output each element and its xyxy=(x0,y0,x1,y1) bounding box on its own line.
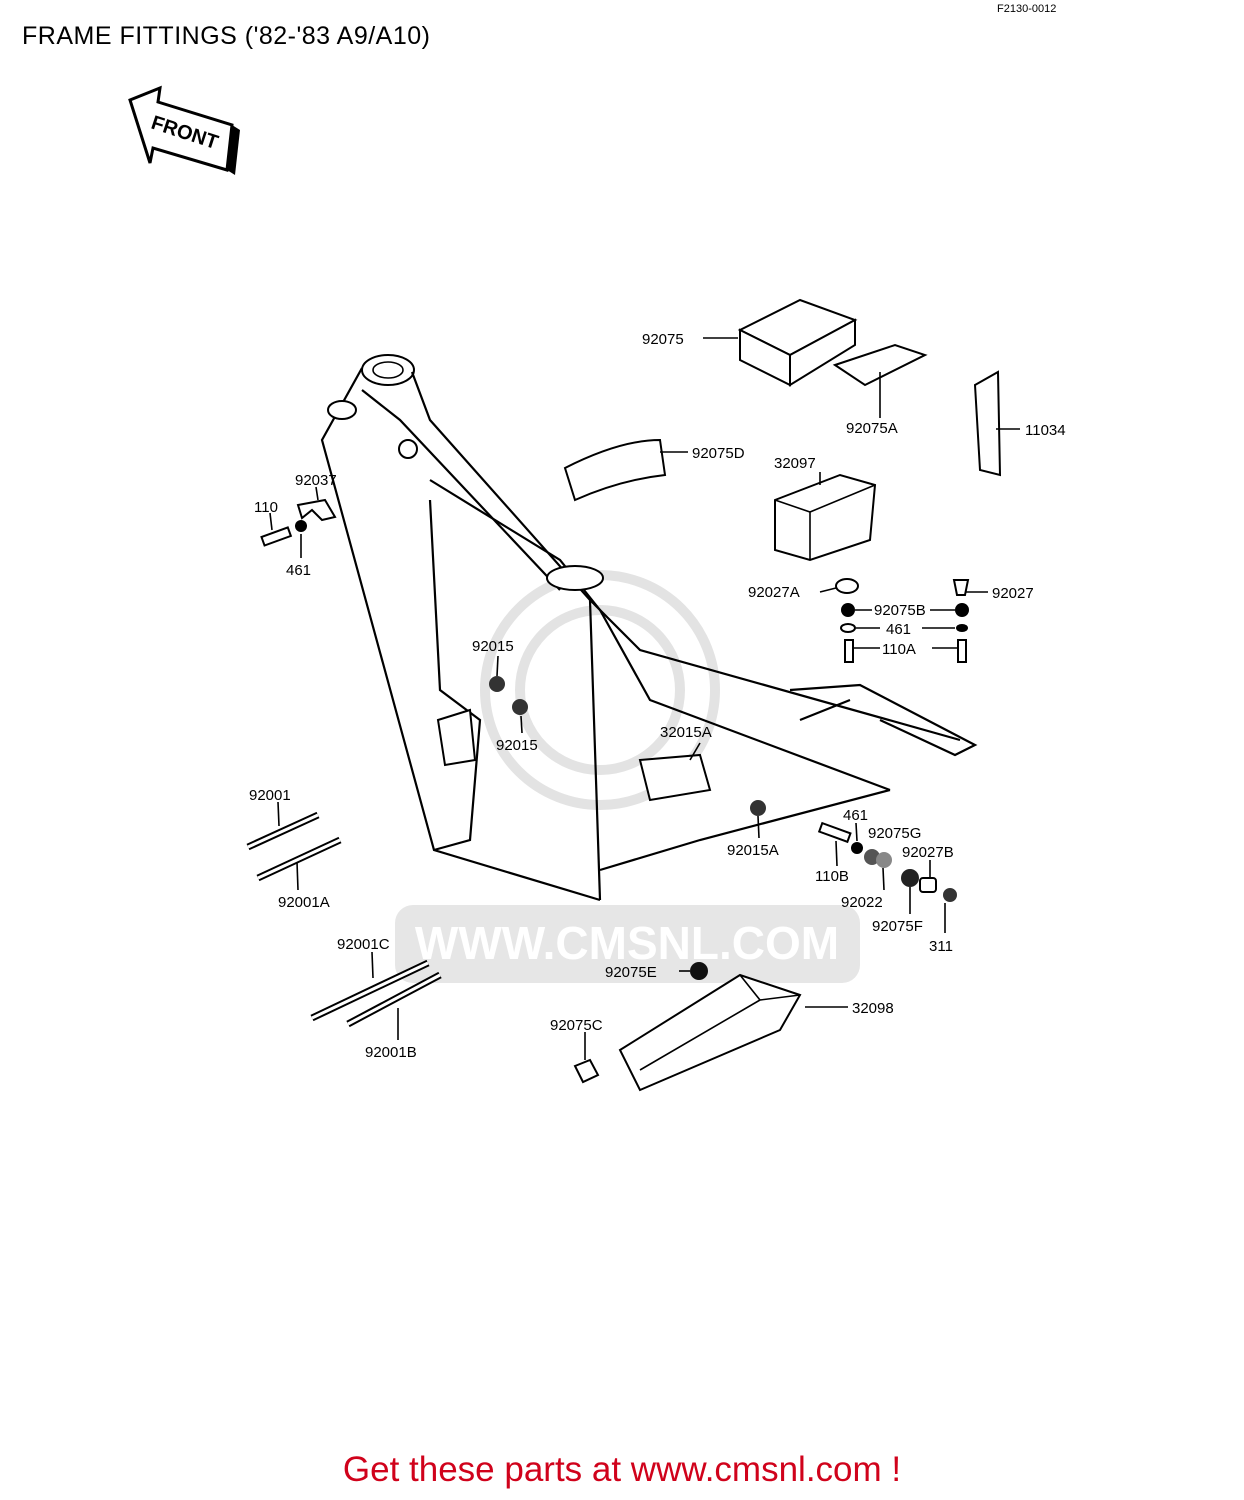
label-32015A[interactable]: 32015A xyxy=(660,724,712,741)
page-title: FRAME FITTINGS ('82-'83 A9/A10) xyxy=(22,22,431,50)
label-461-left[interactable]: 461 xyxy=(286,562,311,579)
label-110[interactable]: 110 xyxy=(254,499,278,516)
label-92075F[interactable]: 92075F xyxy=(872,918,923,935)
label-92001A[interactable]: 92001A xyxy=(278,894,330,911)
part-92001C[interactable] xyxy=(310,959,430,1022)
part-110A-left[interactable] xyxy=(844,639,854,663)
part-92015A[interactable] xyxy=(750,800,766,816)
part-92001A[interactable] xyxy=(256,836,342,882)
part-461-right-a[interactable] xyxy=(840,623,856,633)
label-92075D[interactable]: 92075D xyxy=(692,445,745,462)
part-32097[interactable] xyxy=(774,473,877,562)
label-92075G[interactable]: 92075G xyxy=(868,825,921,842)
part-92075C[interactable] xyxy=(573,1058,600,1084)
label-92027A[interactable]: 92027A xyxy=(748,584,800,601)
label-92075E[interactable]: 92075E xyxy=(605,964,657,981)
label-110A[interactable]: 110A xyxy=(882,641,916,658)
part-92075A[interactable] xyxy=(832,343,928,387)
part-461-lower[interactable] xyxy=(851,842,863,854)
part-92027B[interactable] xyxy=(919,877,937,893)
part-92075[interactable] xyxy=(737,298,858,387)
label-92075[interactable]: 92075 xyxy=(642,331,684,348)
label-92037[interactable]: 92037 xyxy=(295,472,337,489)
label-92027[interactable]: 92027 xyxy=(992,585,1034,602)
part-110B[interactable] xyxy=(817,821,852,844)
part-32098[interactable] xyxy=(618,973,802,1092)
label-32097[interactable]: 32097 xyxy=(774,455,816,472)
part-461-right-b[interactable] xyxy=(956,624,968,632)
label-92075B[interactable]: 92075B xyxy=(874,602,926,619)
part-92075B-right[interactable] xyxy=(955,603,969,617)
part-92075E[interactable] xyxy=(690,962,708,980)
label-311[interactable]: 311 xyxy=(929,938,953,955)
part-92015-top[interactable] xyxy=(489,676,505,692)
part-461-left[interactable] xyxy=(295,520,307,532)
part-92022[interactable] xyxy=(876,852,892,868)
label-110B[interactable]: 110B xyxy=(815,868,849,885)
label-92001C[interactable]: 92001C xyxy=(337,936,390,953)
footer-promo-link[interactable]: Get these parts at www.cmsnl.com ! xyxy=(342,1450,902,1489)
front-arrow-icon: FRONT xyxy=(128,85,240,175)
watermark-text: WWW.CMSNL.COM xyxy=(415,917,839,969)
label-92015-bottom[interactable]: 92015 xyxy=(496,737,538,754)
part-92027[interactable] xyxy=(952,579,970,596)
label-92001B[interactable]: 92001B xyxy=(365,1044,417,1061)
part-92001B[interactable] xyxy=(346,971,442,1028)
label-461-right[interactable]: 461 xyxy=(886,621,911,638)
part-92015-bottom[interactable] xyxy=(512,699,528,715)
part-92075F[interactable] xyxy=(901,869,919,887)
label-92015-top[interactable]: 92015 xyxy=(472,638,514,655)
label-32098[interactable]: 32098 xyxy=(852,1000,894,1017)
diagram-code: F2130-0012 xyxy=(997,3,1057,15)
label-92001[interactable]: 92001 xyxy=(249,787,291,804)
part-92001[interactable] xyxy=(246,811,320,851)
part-11034[interactable] xyxy=(973,370,1002,477)
part-311[interactable] xyxy=(943,888,957,902)
part-labels: 92075 92075A 11034 92075D 32097 92037 11… xyxy=(249,331,1066,1061)
part-92075B-left[interactable] xyxy=(841,603,855,617)
motorcycle-frame xyxy=(320,354,978,902)
part-92027A[interactable] xyxy=(835,578,859,594)
label-92022[interactable]: 92022 xyxy=(841,894,883,911)
label-92027B[interactable]: 92027B xyxy=(902,844,954,861)
part-92037[interactable] xyxy=(296,498,337,522)
part-92075D[interactable] xyxy=(563,438,667,502)
part-110[interactable] xyxy=(260,526,293,547)
label-92075A[interactable]: 92075A xyxy=(846,420,898,437)
part-110A-right[interactable] xyxy=(957,639,967,663)
leader-lines xyxy=(269,337,1020,1060)
part-92075G[interactable] xyxy=(864,849,880,865)
label-92075C[interactable]: 92075C xyxy=(550,1017,603,1034)
label-11034[interactable]: 11034 xyxy=(1025,422,1066,439)
label-92015A[interactable]: 92015A xyxy=(727,842,779,859)
label-461-lower[interactable]: 461 xyxy=(843,807,868,824)
